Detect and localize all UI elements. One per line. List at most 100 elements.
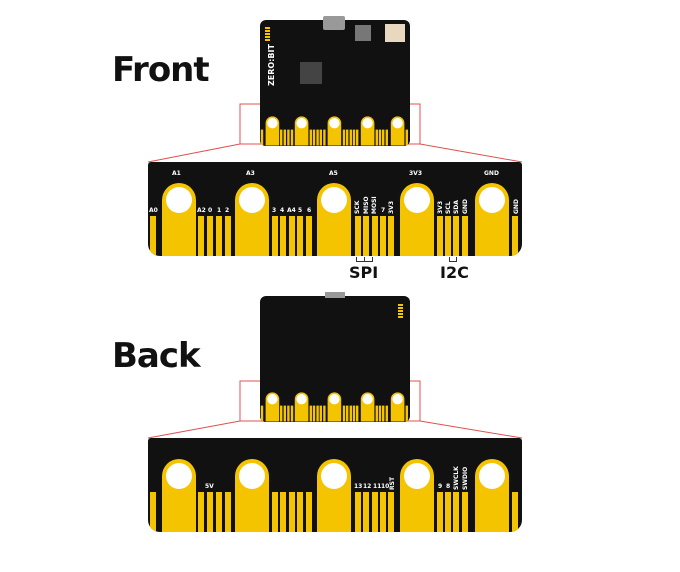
pad-hole xyxy=(267,118,278,129)
edge-finger xyxy=(319,405,322,422)
pin-label: 4 xyxy=(280,207,285,214)
pad-hole xyxy=(321,463,347,489)
edge-finger xyxy=(280,405,283,422)
edge-finger xyxy=(356,405,359,422)
edge-finger xyxy=(512,492,518,532)
edge-pad xyxy=(327,116,342,146)
edge-finger xyxy=(297,492,303,532)
board-logo: ZERO:BIT xyxy=(267,44,276,86)
edge-pad xyxy=(294,392,309,422)
edge-finger xyxy=(388,216,394,256)
pin-label: SWCLK xyxy=(453,466,460,490)
front-edge-connector: A1 A3 A5 3V3 GND A0 A2 0 1 2 3 4 A4 5 6 … xyxy=(148,162,522,256)
edge-pad xyxy=(235,459,269,532)
edge-finger xyxy=(280,129,283,146)
pin-label: 3V3 xyxy=(388,201,395,214)
edge-finger xyxy=(380,216,386,256)
edge-pad xyxy=(265,116,280,146)
edge-finger xyxy=(280,216,286,256)
edge-finger xyxy=(287,405,290,422)
edge-finger xyxy=(316,129,319,146)
edge-finger xyxy=(150,216,156,256)
pad-label-a3: A3 xyxy=(246,170,255,177)
edge-finger xyxy=(378,405,382,422)
edge-finger xyxy=(272,492,278,532)
pad-hole xyxy=(239,187,265,213)
pin-label: GND xyxy=(462,199,469,214)
edge-finger xyxy=(297,216,303,256)
spi-label: SPI xyxy=(349,263,379,282)
pin-label: 6 xyxy=(307,207,312,214)
back-zoom-line-right xyxy=(419,420,523,439)
edge-finger xyxy=(445,492,451,532)
edge-finger xyxy=(312,405,316,422)
edge-finger xyxy=(372,492,378,532)
i2c-label: I2C xyxy=(440,263,469,282)
pin-label: MOSI xyxy=(371,196,378,214)
front-title: Front xyxy=(112,50,210,90)
edge-finger xyxy=(342,405,346,422)
edge-finger xyxy=(225,492,231,532)
edge-finger xyxy=(382,129,385,146)
spi-bracket xyxy=(364,257,373,262)
edge-finger xyxy=(356,129,359,146)
front-zoom-line-right xyxy=(419,143,523,163)
pad-label-gnd: GND xyxy=(484,170,499,177)
mcu-chip xyxy=(300,62,322,84)
edge-finger xyxy=(316,405,319,422)
edge-finger xyxy=(198,216,204,256)
edge-pad xyxy=(475,459,509,532)
edge-finger xyxy=(290,129,294,146)
edge-finger xyxy=(207,492,213,532)
pad-hole xyxy=(267,394,278,405)
pad-hole xyxy=(362,118,373,129)
edge-finger xyxy=(280,492,286,532)
usb-connector-back xyxy=(325,292,345,298)
edge-finger xyxy=(283,405,286,422)
pin-label-a0: A0 xyxy=(149,207,158,214)
edge-finger xyxy=(453,216,459,256)
pin-label: 3 xyxy=(272,207,277,214)
pin-label: 7 xyxy=(381,207,386,214)
back-board xyxy=(260,292,410,422)
pad-hole xyxy=(362,394,373,405)
edge-finger xyxy=(363,216,369,256)
edge-finger xyxy=(437,492,443,532)
pin-label-5v: 5V xyxy=(205,483,214,490)
pin-label: 13 xyxy=(354,483,363,490)
edge-pad xyxy=(390,116,405,146)
edge-finger xyxy=(405,129,408,146)
pin-label: 1 xyxy=(217,207,222,214)
pad-label-a5: A5 xyxy=(329,170,338,177)
edge-finger xyxy=(272,216,278,256)
i2c-bracket xyxy=(449,257,457,262)
edge-finger xyxy=(349,129,352,146)
edge-finger xyxy=(319,129,322,146)
edge-finger xyxy=(355,216,361,256)
pin-label: 3V3 xyxy=(437,201,444,214)
edge-finger xyxy=(207,216,213,256)
edge-finger xyxy=(385,405,388,422)
edge-finger xyxy=(290,405,294,422)
edge-pad xyxy=(327,392,342,422)
edge-pad xyxy=(390,392,405,422)
pad-hole xyxy=(329,118,340,129)
pin-label: 10 xyxy=(381,483,390,490)
edge-pad xyxy=(400,183,434,256)
pad-hole xyxy=(404,463,430,489)
back-zoom-line-left xyxy=(147,420,241,439)
pad-hole xyxy=(321,187,347,213)
pad-hole xyxy=(296,118,307,129)
edge-pad xyxy=(400,459,434,532)
battery-connector xyxy=(385,24,405,42)
edge-finger xyxy=(382,405,385,422)
edge-finger xyxy=(283,129,286,146)
usb-connector xyxy=(323,16,345,30)
pin-label: SDA xyxy=(453,200,460,214)
edge-finger xyxy=(352,129,356,146)
edge-finger xyxy=(375,405,378,422)
pad-hole xyxy=(296,394,307,405)
front-board: ZERO:BIT xyxy=(260,16,410,146)
pin-label: 5 xyxy=(298,207,303,214)
edge-pad xyxy=(317,459,351,532)
